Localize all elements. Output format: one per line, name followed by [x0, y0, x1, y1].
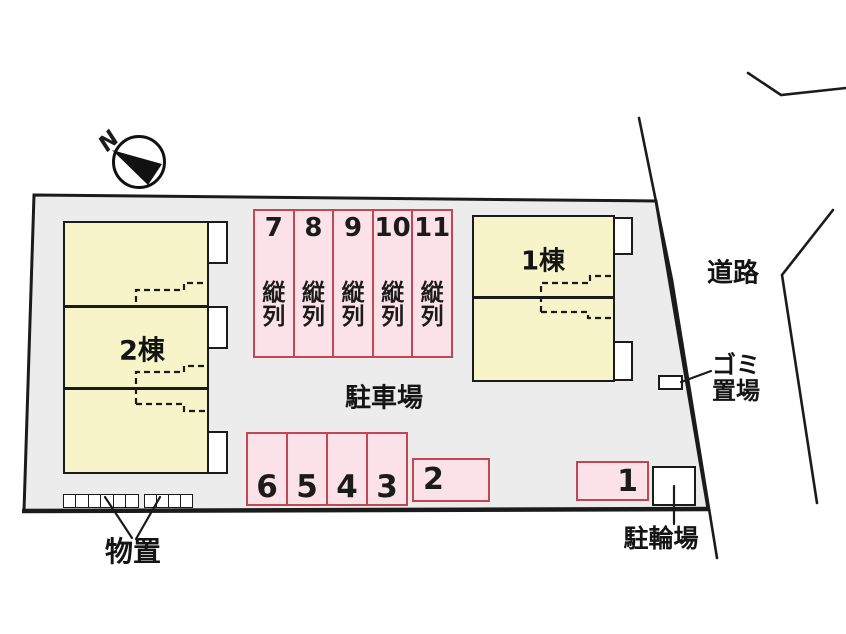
parking-space-2: 2: [412, 458, 490, 502]
storage-label: 物置: [104, 535, 162, 568]
parking-space-number: 3: [376, 469, 398, 505]
compass-north-label: N: [93, 126, 125, 157]
parking-space-9: 9 縦列: [334, 211, 374, 356]
road-label: 道路: [706, 258, 760, 289]
parking-space-4: 4: [328, 434, 368, 504]
building-2-porch-3: [207, 431, 228, 474]
tandem-type-label: 縦列: [381, 280, 405, 330]
parking-space-10: 10 縦列: [374, 211, 414, 356]
parking-space-number: 10: [374, 213, 411, 243]
building-2-porch-1: [207, 221, 228, 264]
parking-space-number: 6: [256, 469, 278, 505]
storage-shed-row-1: [63, 494, 140, 508]
building-1-floor-divider: [474, 296, 613, 299]
parking-space-11: 11 縦列: [413, 211, 451, 356]
tandem-type-label: 縦列: [301, 280, 325, 330]
parking-space-1: 1: [576, 461, 649, 501]
parking-space-3: 3: [368, 434, 406, 504]
parking-space-number: 2: [423, 462, 444, 497]
parking-space-number: 8: [304, 213, 323, 243]
parking-space-number: 5: [296, 469, 318, 505]
garbage-leader-line: [679, 369, 713, 384]
road-edge-line-east: [780, 208, 835, 505]
parking-space-number: 7: [264, 213, 283, 243]
garbage-station-marker: [658, 375, 683, 390]
building-1-label: 1棟: [520, 246, 566, 277]
storage-shed-cell: [179, 494, 194, 508]
road-edge-line-north: [746, 71, 846, 97]
building-2-label: 2棟: [119, 335, 165, 367]
building-1-porch-1: [613, 217, 633, 255]
parking-space-number: 9: [343, 213, 363, 243]
tandem-type-label: 縦列: [341, 280, 365, 330]
building-2-porch-2: [207, 306, 228, 349]
tandem-parking-block: 7 縦列 8 縦列 9 縦列 10 縦列 11 縦列: [253, 209, 453, 358]
bicycle-parking-square: [652, 466, 696, 506]
tandem-type-label: 縦列: [420, 280, 444, 330]
building-2-floor-divider-2: [65, 387, 207, 390]
storage-shed-row-2: [144, 494, 194, 508]
parking-row-block: 6 5 4 3: [246, 432, 408, 506]
storage-shed-cell: [125, 494, 140, 508]
parking-space-6: 6: [248, 434, 288, 504]
parking-space-number: 4: [336, 469, 358, 505]
building-1-porch-2: [613, 341, 633, 381]
parking-space-8: 8 縦列: [295, 211, 335, 356]
garbage-label-line1: ゴミ: [712, 351, 760, 379]
garbage-label-line2: 置場: [712, 377, 760, 405]
parking-space-5: 5: [288, 434, 328, 504]
garbage-station-label: ゴミ 置場: [712, 352, 760, 404]
parking-space-number: 11: [414, 213, 451, 243]
bicycle-parking-label: 駐輪場: [623, 524, 699, 553]
building-2-floor-divider-1: [65, 305, 207, 308]
parking-space-number: 1: [617, 464, 638, 499]
tandem-type-label: 縦列: [262, 280, 286, 330]
parking-space-7: 7 縦列: [255, 211, 295, 356]
parking-area-label: 駐車場: [344, 383, 424, 414]
site-bottom-edge: [21, 506, 711, 514]
